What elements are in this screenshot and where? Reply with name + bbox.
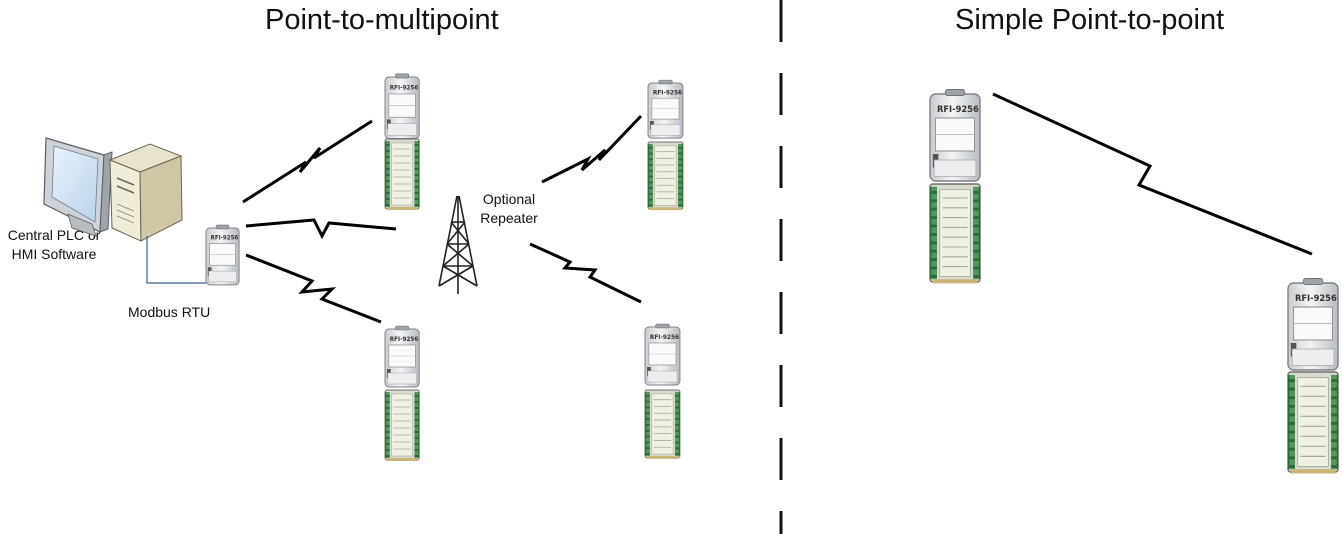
repeater-tower-icon — [438, 195, 478, 294]
io-board-bottom-right — [644, 389, 681, 460]
host-label-line-1: Central PLC or — [7, 227, 101, 243]
modbus-rtu-label: Modbus RTU — [128, 304, 211, 320]
radio-model-label: RFI-9256 — [211, 236, 239, 242]
radio-link-middle — [245, 218, 397, 240]
computer-icon — [43, 137, 183, 242]
io-board-top-middle — [384, 138, 420, 211]
radio-model-label: RFI-9256 — [653, 90, 682, 96]
radio-link-repeater-bottom — [529, 242, 642, 304]
io-board-bottom-middle — [384, 389, 420, 462]
io-board-top-right — [647, 141, 684, 211]
serial-cable — [146, 236, 206, 284]
radio-link-bottom — [245, 253, 382, 324]
repeater-label-line-1: Optional — [482, 191, 536, 207]
repeater-label-line-2: Repeater — [480, 210, 538, 226]
title-point-to-multipoint: Point-to-multipoint — [265, 4, 499, 36]
title-simple-point-to-point: Simple Point-to-point — [955, 4, 1225, 36]
radio-model-label: RFI-9256 — [937, 105, 979, 115]
radio-link-repeater-top — [541, 114, 643, 184]
radio-model-label: RFI-9256 — [1295, 294, 1337, 304]
host-label-line-2: HMI Software — [11, 246, 97, 262]
remote-radio-bottom-middle: RFI-9256 — [384, 325, 420, 388]
remote-radio-bottom-right: RFI-9256 — [644, 323, 681, 386]
radio-model-label: RFI-9256 — [390, 84, 419, 91]
p2p-radio-left: RFI-9256 — [929, 88, 981, 182]
radio-model-label: RFI-9256 — [650, 335, 679, 341]
repeater-label: Optional Repeater — [470, 190, 548, 228]
host-label: Central PLC or HMI Software — [0, 226, 108, 264]
remote-radio-top-middle: RFI-9256 — [384, 73, 420, 140]
radio-link-point-to-point — [992, 92, 1313, 256]
radio-link-top — [242, 119, 373, 204]
p2p-io-board-left — [929, 183, 981, 285]
p2p-io-board-right — [1287, 371, 1339, 475]
host-radio: RFI-9256 — [205, 224, 240, 286]
radio-link-bolts — [242, 92, 1313, 324]
remote-radio-top-right: RFI-9256 — [647, 79, 684, 139]
p2p-radio-right: RFI-9256 — [1287, 277, 1339, 371]
radio-model-label: RFI-9256 — [390, 337, 419, 343]
